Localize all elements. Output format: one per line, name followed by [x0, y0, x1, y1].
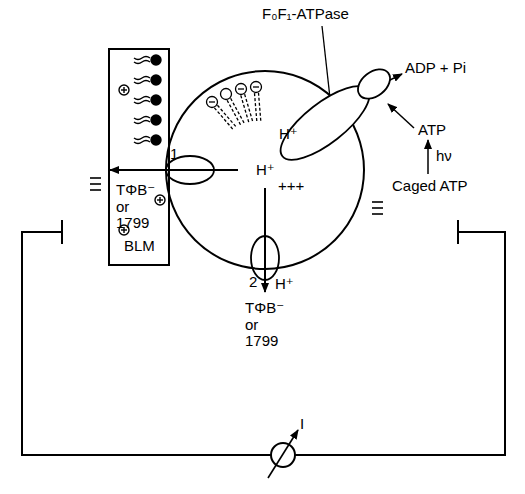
pathway-1: [110, 169, 238, 171]
ion-species: TΦB⁻ or 1799: [116, 182, 162, 232]
node-text: H⁺: [279, 126, 298, 143]
photolysis-arrow: [427, 140, 429, 174]
meter-arrow: [268, 430, 298, 478]
leader-line: [322, 26, 330, 98]
charge-label: +++: [278, 178, 304, 195]
callout-number: 2: [249, 274, 257, 291]
callout-number: 1: [170, 146, 178, 163]
atpase-enzyme: H⁺: [270, 62, 400, 162]
circuit-wire: [22, 220, 505, 455]
vesicle-lipids: [207, 82, 262, 130]
atp-arrow: [388, 104, 414, 128]
current-symbol: I: [300, 416, 304, 433]
pathway-2: [264, 188, 266, 292]
products: ADP + Pi: [405, 60, 466, 77]
atpase-enzyme-outline: [270, 62, 400, 162]
node-text: BLM: [124, 238, 155, 255]
bilayer-membrane: BLM: [108, 48, 170, 266]
precursor: Caged ATP: [392, 178, 468, 195]
ion-label: H⁺: [275, 276, 294, 293]
node-text: H⁺: [256, 162, 275, 179]
substrate: ATP: [418, 122, 446, 139]
ion-species: TΦB⁻ or 1799: [245, 300, 291, 350]
bilayer-membrane-outline: [108, 48, 170, 266]
light: hν: [436, 148, 452, 165]
enzyme-name: F₀F₁-ATPase: [262, 6, 349, 23]
